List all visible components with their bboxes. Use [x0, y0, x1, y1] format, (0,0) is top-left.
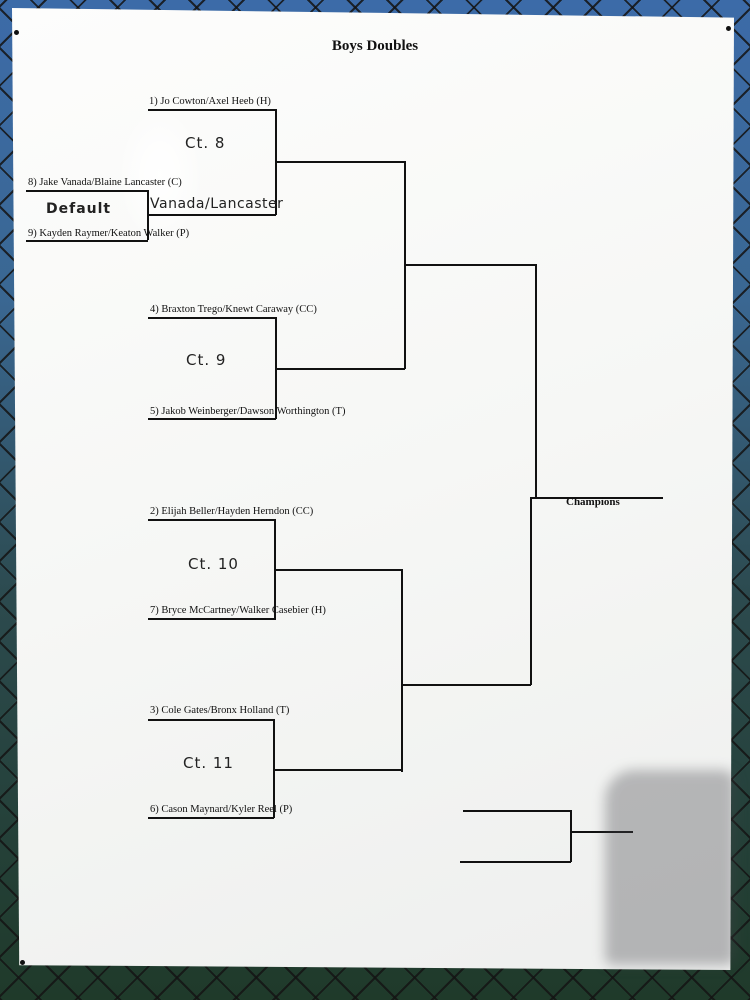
bracket-line — [148, 817, 274, 819]
handwritten-default: Default — [46, 201, 112, 217]
bracket-line — [148, 519, 276, 521]
bracket-line — [148, 418, 276, 420]
bracket-line — [535, 264, 537, 498]
bracket-line — [148, 109, 276, 111]
handwritten-court-10: Ct. 10 — [188, 555, 239, 573]
tack — [20, 960, 25, 965]
consolation-line — [571, 831, 633, 833]
bracket-line — [401, 569, 403, 772]
bracket-line — [273, 769, 402, 771]
entry-seed-4: 4) Braxton Trego/Knewt Caraway (CC) — [150, 304, 317, 315]
bracket-line — [26, 240, 148, 242]
entry-seed-6: 6) Cason Maynard/Kyler Reel (P) — [150, 804, 293, 815]
bracket-line — [148, 618, 276, 620]
entry-seed-2: 2) Elijah Beller/Hayden Herndon (CC) — [150, 506, 314, 517]
consolation-line — [460, 861, 571, 863]
light-glare — [120, 110, 200, 240]
handwritten-court-8: Ct. 8 — [185, 134, 226, 152]
champion-line — [530, 497, 663, 499]
bracket-line — [147, 190, 149, 240]
handwritten-winner: Vanada/Lancaster — [150, 196, 284, 212]
entry-seed-9: 9) Kayden Raymer/Keaton Walker (P) — [28, 228, 190, 239]
bracket-line — [148, 719, 274, 721]
handwritten-court-11: Ct. 11 — [183, 754, 234, 772]
bracket-line — [274, 569, 402, 571]
tack — [726, 26, 731, 31]
champions-label: Champions — [566, 496, 620, 508]
bracket-title: Boys Doubles — [331, 38, 419, 54]
bracket-line — [530, 497, 532, 685]
entry-seed-7: 7) Bryce McCartney/Walker Casebier (H) — [150, 605, 326, 616]
entry-seed-8: 8) Jake Vanada/Blaine Lancaster (C) — [28, 177, 182, 188]
bracket-line — [26, 190, 148, 192]
entry-seed-1: 1) Jo Cowton/Axel Heeb (H) — [149, 96, 271, 107]
consolation-line — [570, 810, 572, 862]
bracket-line — [148, 214, 276, 216]
bracket-line — [275, 161, 405, 163]
entry-seed-3: 3) Cole Gates/Bronx Holland (T) — [150, 705, 290, 716]
photographer-shadow — [605, 770, 735, 965]
bracket-line — [275, 368, 405, 370]
bracket-line — [273, 719, 275, 818]
bracket-line — [404, 264, 536, 266]
bracket-line — [401, 684, 531, 686]
handwritten-court-9: Ct. 9 — [186, 351, 227, 369]
bracket-line — [148, 317, 276, 319]
consolation-line — [463, 810, 571, 812]
entry-seed-5: 5) Jakob Weinberger/Dawson Worthington (… — [150, 406, 346, 417]
tack — [14, 30, 19, 35]
